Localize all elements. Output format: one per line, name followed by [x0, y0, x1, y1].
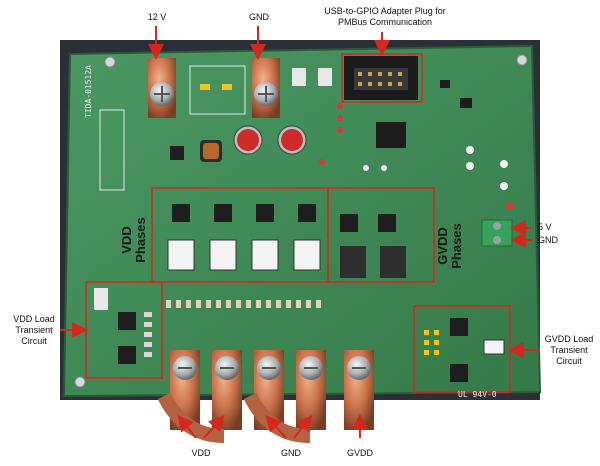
- label-usb-gpio: USB-to-GPIO Adapter Plug for PMBus Commu…: [318, 6, 452, 28]
- label-gvdd-load: GVDD Load Transient Circuit: [540, 334, 598, 367]
- callout-box-gvdd-phases: [327, 187, 435, 283]
- board-id-silkscreen: TIDA-01512A: [84, 65, 93, 118]
- label-vdd-load-3: Circuit: [21, 336, 47, 346]
- vdd-phases-label: VDD Phases: [119, 210, 148, 270]
- gvdd-phases-label: GVDD Phases: [435, 214, 464, 278]
- label-gvdd-load-3: Circuit: [556, 356, 582, 366]
- label-gvdd-bottom: GVDD: [346, 448, 373, 458]
- gvdd-phases-line1: GVDD: [435, 227, 450, 265]
- label-gnd-bottom: GND: [281, 448, 301, 458]
- label-vdd-load-2: Transient: [15, 325, 53, 335]
- label-usb-line1: USB-to-GPIO Adapter Plug for: [324, 6, 446, 16]
- arrow-gnd-a: [265, 415, 287, 439]
- arrow-vdd-b: [203, 415, 225, 439]
- label-vdd-bottom: VDD: [191, 448, 211, 458]
- controller-ic: [376, 122, 406, 148]
- label-vdd-load-1: VDD Load: [13, 314, 55, 324]
- arrow-vdd-a: [177, 414, 197, 439]
- label-gnd-top: GND: [249, 12, 269, 22]
- label-5v: 5 V: [538, 222, 552, 232]
- ul-mark-silkscreen: UL 94V-0: [458, 390, 497, 399]
- label-vdd-load: VDD Load Transient Circuit: [6, 314, 62, 347]
- label-gvdd-load-1: GVDD Load: [544, 334, 594, 344]
- gvdd-phase-components: [340, 214, 406, 278]
- vdd-phases-line1: VDD: [119, 226, 134, 254]
- label-gvdd-load-2: Transient: [550, 345, 588, 355]
- label-gnd-right: GND: [538, 235, 558, 245]
- vdd-phases-line2: Phases: [133, 217, 148, 263]
- gvdd-phases-line2: Phases: [449, 223, 464, 269]
- arrow-gnd-b: [293, 414, 313, 439]
- label-12v: 12 V: [147, 12, 167, 22]
- label-usb-line2: PMBus Communication: [337, 17, 433, 27]
- vdd-phase-components: [167, 204, 321, 271]
